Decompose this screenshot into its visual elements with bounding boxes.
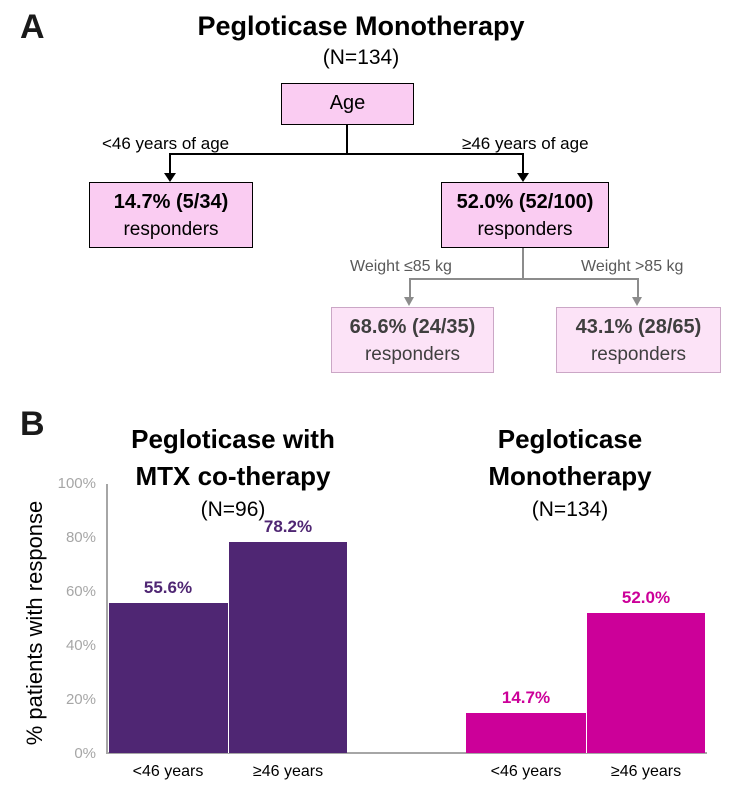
arrowhead-right-branch-icon — [517, 173, 529, 182]
branch-label-under-46: <46 years of age — [102, 134, 230, 153]
x-tick-mtx-under46: <46 years — [132, 763, 204, 780]
x-tick-mtx-over46: ≥46 years — [252, 763, 324, 780]
tree-node-under-46-value: 14.7% (5/34) — [113, 190, 229, 213]
group-subtitle-mono: (N=134) — [531, 498, 609, 521]
y-tick-0: 0% — [74, 745, 96, 762]
tree-node-age: Age — [281, 83, 414, 125]
bar-value-mono-over46: 52.0% — [621, 587, 671, 607]
tree-node-weight-high-value: 43.1% (28/65) — [575, 315, 702, 338]
tree-node-weight-high: 43.1% (28/65) responders — [556, 307, 721, 373]
panel-a-label: A — [20, 8, 45, 46]
branch-label-over-46: ≥46 years of age — [462, 134, 589, 153]
connector-weight-right-drop — [637, 280, 639, 297]
tree-node-over-46-value: 52.0% (52/100) — [456, 190, 594, 213]
connector-weight-crossbar — [409, 278, 639, 280]
connector-left-drop — [169, 155, 171, 173]
y-axis-title: % patients with response — [22, 500, 47, 746]
group-title-mono-line1: Pegloticase — [497, 424, 643, 454]
panel-a-header: Pegloticase Monotherapy (N=134) — [0, 10, 722, 70]
panel-b-label: B — [20, 405, 45, 443]
group-title-mtx-line1: Pegloticase with — [131, 424, 335, 454]
y-tick-80: 80% — [65, 529, 96, 546]
tree-node-over-46-caption: responders — [477, 218, 573, 240]
y-tick-40: 40% — [65, 637, 96, 654]
arrowhead-weight-right-icon — [632, 297, 642, 306]
bar-mono-over46 — [586, 612, 705, 753]
connector-level1-crossbar — [169, 153, 524, 155]
group-title-mtx-line2: MTX co-therapy — [135, 461, 331, 491]
tree-node-weight-low-caption: responders — [364, 343, 461, 365]
x-tick-mono-under46: <46 years — [490, 763, 562, 780]
y-tick-60: 60% — [65, 583, 96, 600]
tree-node-under-46: 14.7% (5/34) responders — [89, 182, 253, 248]
connector-weight-left-drop — [409, 280, 411, 297]
connector-root-stem — [346, 125, 348, 154]
bar-mono-under46 — [466, 713, 586, 753]
tree-node-age-label: Age — [329, 92, 366, 114]
x-tick-mono-over46: ≥46 years — [610, 763, 682, 780]
group-subtitle-mtx: (N=96) — [200, 498, 266, 521]
bar-mtx-over46 — [228, 541, 347, 753]
y-tick-100: 100% — [57, 475, 96, 492]
y-tick-20: 20% — [65, 691, 96, 708]
branch-label-weight-low: Weight ≤85 kg — [350, 258, 452, 275]
tree-node-weight-low: 68.6% (24/35) responders — [331, 307, 494, 373]
bar-value-mono-under46: 14.7% — [501, 688, 551, 708]
tree-node-over-46: 52.0% (52/100) responders — [441, 182, 609, 248]
tree-node-weight-low-value: 68.6% (24/35) — [349, 315, 476, 338]
group-title-mtx: Pegloticase with MTX co-therapy (N=96) — [93, 421, 373, 523]
y-axis-line — [106, 484, 108, 754]
connector-right-drop — [522, 155, 524, 173]
arrowhead-weight-left-icon — [404, 297, 414, 306]
panel-a-title: Pegloticase Monotherapy — [197, 11, 525, 41]
panel-a-subtitle: (N=134) — [322, 46, 400, 69]
group-title-mono: Pegloticase Monotherapy (N=134) — [430, 421, 710, 523]
tree-node-under-46-caption: responders — [123, 218, 219, 240]
bar-value-mtx-under46: 55.6% — [143, 577, 193, 597]
connector-weight-stem — [522, 248, 524, 279]
tree-node-weight-high-caption: responders — [590, 343, 687, 365]
bar-value-mtx-over46: 78.2% — [263, 516, 313, 536]
group-title-mono-line2: Monotherapy — [488, 461, 652, 491]
branch-label-weight-high: Weight >85 kg — [581, 258, 684, 275]
x-axis-line — [106, 752, 707, 754]
arrowhead-left-branch-icon — [164, 173, 176, 182]
bar-mtx-under46 — [109, 602, 228, 753]
